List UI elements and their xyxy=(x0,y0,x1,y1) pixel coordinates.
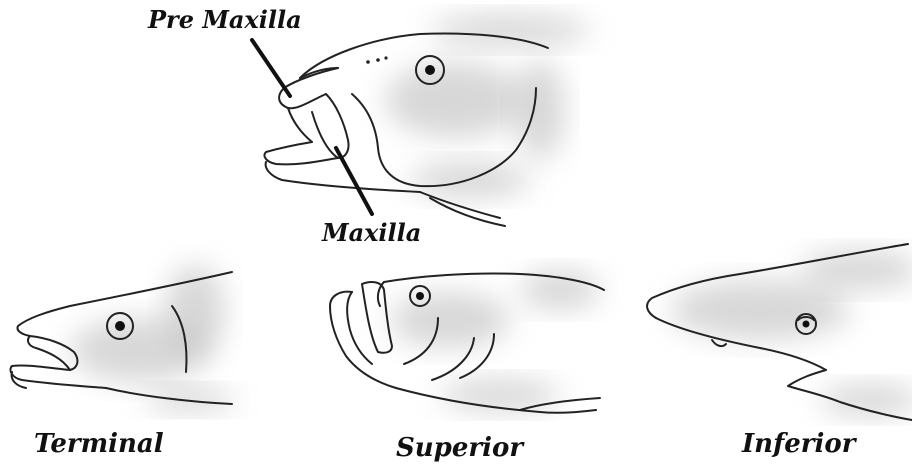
maxilla-label: Maxilla xyxy=(321,218,421,247)
inferior-label: Inferior xyxy=(741,429,858,459)
superior-label: Superior xyxy=(396,433,525,463)
superior-mouth-fish: Superior xyxy=(330,270,604,463)
pre-maxilla-label: Pre Maxilla xyxy=(147,5,302,34)
inferior-mouth-fish: Inferior xyxy=(647,244,912,459)
labelled-fish-head: Pre Maxilla Maxilla xyxy=(147,5,590,247)
maxilla-pointer xyxy=(336,148,372,214)
terminal-label: Terminal xyxy=(34,429,164,459)
pre-maxilla-pointer xyxy=(252,40,290,96)
terminal-mouth-fish: Terminal xyxy=(10,265,235,459)
